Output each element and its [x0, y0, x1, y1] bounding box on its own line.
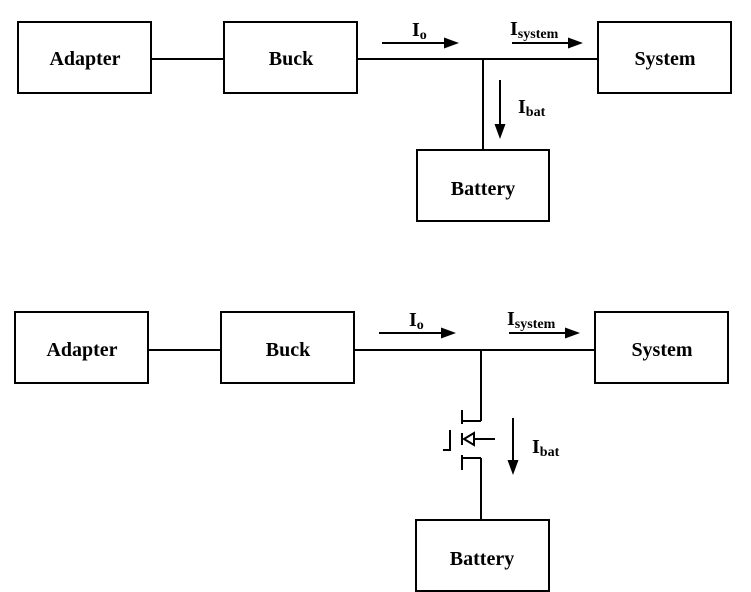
battery-current-label: Ibat — [532, 436, 560, 460]
arrow-head-icon — [444, 37, 459, 49]
buck-block: Buck — [220, 311, 355, 384]
arrow-head-icon — [494, 124, 506, 139]
buck-block: Buck — [223, 21, 358, 94]
battery-block: Battery — [415, 519, 550, 592]
battery-current-arrow — [494, 80, 506, 139]
battery-current-arrow — [507, 418, 519, 475]
buck-label: Buck — [269, 48, 314, 70]
system-current-label: Isystem — [510, 18, 559, 42]
system-label: System — [634, 48, 695, 70]
battery-block: Battery — [416, 149, 550, 222]
system-current-label: Isystem — [507, 308, 556, 332]
adapter-block: Adapter — [17, 21, 152, 94]
output-current-label: Io — [409, 309, 424, 333]
battery-current-label: Ibat — [518, 96, 546, 120]
arrow-head-icon — [565, 327, 580, 339]
system-current-arrow — [512, 37, 583, 49]
output-current-arrow — [379, 327, 456, 339]
mosfet-switch-icon — [443, 410, 495, 470]
system-current-arrow — [509, 327, 580, 339]
bottom-diagram: Adapter Buck System Battery — [14, 308, 729, 592]
battery-label: Battery — [451, 178, 515, 200]
system-block: System — [594, 311, 729, 384]
system-block: System — [597, 21, 732, 94]
adapter-label: Adapter — [46, 339, 117, 361]
arrow-head-icon — [441, 327, 456, 339]
output-current-arrow — [382, 37, 459, 49]
system-label: System — [631, 339, 692, 361]
adapter-block: Adapter — [14, 311, 149, 384]
buck-label: Buck — [266, 339, 311, 361]
battery-label: Battery — [450, 548, 514, 570]
adapter-label: Adapter — [49, 48, 120, 70]
top-diagram: Adapter Buck System Battery Io Isystem — [17, 18, 732, 222]
output-current-label: Io — [412, 19, 427, 43]
arrow-head-icon — [507, 460, 519, 475]
arrow-head-icon — [568, 37, 583, 49]
